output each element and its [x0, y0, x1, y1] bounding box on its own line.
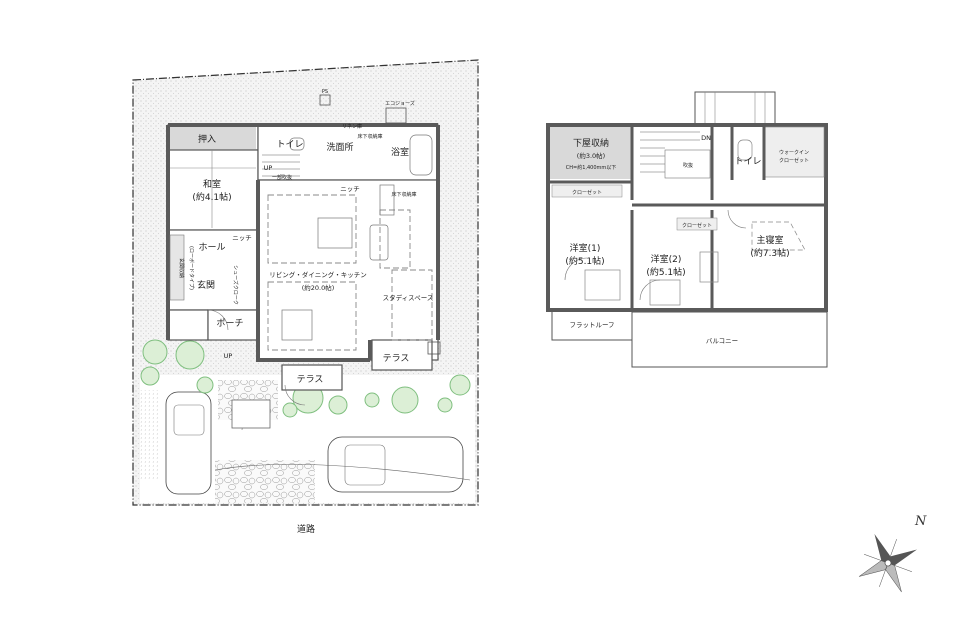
yokushitsu-label: 浴室 [391, 146, 409, 158]
ldk-label: リビング・ダイニング・キッチン [269, 270, 367, 279]
tatami-lines [170, 150, 256, 228]
car-outline [327, 436, 464, 493]
top-deck [694, 91, 776, 126]
deck-lines [704, 92, 766, 125]
lawn-strip [140, 390, 160, 480]
ldk-size: (約20.0帖) [302, 283, 335, 292]
stone-paving [215, 460, 315, 503]
master-size: (約7.3帖) [750, 247, 789, 259]
compass-north-label: N [914, 514, 927, 529]
walls-1f [166, 123, 440, 362]
washitsu-label: 和室 [203, 178, 221, 190]
dn-label: DN [701, 134, 711, 142]
closet-box [551, 184, 623, 198]
balcony-label: バルコニー [706, 337, 738, 345]
oshiire-label: 押入 [198, 133, 216, 145]
car-outline [344, 444, 386, 486]
shoes-closet-label: シューズクローク [232, 265, 239, 305]
closet-label: クローゼット [572, 189, 602, 196]
study-label: スタディスペース [383, 293, 434, 302]
closet-box [676, 217, 718, 231]
linen-label: リネン庫 [342, 123, 362, 130]
first-floor-plan: 押入 和室 (約4.1帖) ホール ニッチ 玄関 玄関収納 (ローボードタイプ)… [132, 59, 479, 535]
youshitsu2-size: (約5.1帖) [646, 266, 685, 278]
compass-rose-icon [858, 533, 918, 593]
trees [140, 339, 471, 418]
second-floor-plan: 下屋収納 (約3.0帖) CH=約1,400mm以下 DN 吹抜 トイレ ウォー… [546, 91, 828, 368]
stairs-2f [640, 131, 700, 173]
terrace-label-2: テラス [297, 374, 324, 385]
hall-label: ホール [198, 242, 225, 253]
senmenjo-label: 洗面所 [326, 141, 353, 153]
ps-label: PS [322, 89, 328, 95]
walkin-label-1: ウォークイン [779, 149, 809, 156]
terrace-label: テラス [383, 353, 410, 364]
paving-curve [214, 464, 471, 481]
youshitsu1-label: 洋室(1) [570, 242, 601, 254]
attic-storage-fill [550, 127, 632, 179]
ecojoz-box [385, 107, 407, 124]
under-floor-label: 床下収納庫 [357, 133, 382, 140]
niche-label-2: ニッチ [340, 185, 360, 193]
car-outline [173, 404, 205, 436]
entrance-gate [231, 399, 271, 429]
youshitsu2-label: 洋室(2) [651, 253, 682, 265]
flat-roof-label: フラットルーフ [569, 321, 614, 329]
car-outline [165, 391, 212, 495]
fukinuke-area [664, 149, 711, 179]
walls-2f [548, 125, 825, 310]
road-label: 道路 [297, 523, 315, 535]
master-label: 主寝室 [756, 234, 783, 246]
walkin-label-2: クローゼット [779, 157, 809, 164]
ps-box [319, 94, 331, 106]
under-floor-label-2: 床下収納庫 [391, 191, 416, 198]
oshiire-fill [170, 127, 256, 149]
door-swings-2f [564, 209, 747, 301]
fukinuke-label-2f: 吹抜 [683, 162, 693, 169]
fukinuke-label: 一部吹抜 [272, 174, 292, 181]
ldk-furniture [267, 194, 433, 351]
toilet-label: トイレ [276, 140, 303, 150]
attic-storage-label: 下屋収納 [573, 137, 609, 149]
porch-label: ポーチ [216, 318, 243, 329]
attic-ch: CH=約1,400mm以下 [566, 164, 617, 171]
toilet-label-2f: トイレ [734, 157, 761, 167]
washitsu-size: (約4.1帖) [192, 191, 231, 203]
furniture-2f [584, 139, 806, 306]
genkan-label: 玄関 [197, 279, 215, 291]
walkin-fill [763, 126, 825, 178]
closet-label-2: クローゼット [682, 222, 712, 229]
ecojoz-label: エコジョーズ [385, 100, 415, 107]
balcony [631, 311, 828, 368]
up-label-stair: UP [264, 164, 273, 172]
genkan-storage-fill [169, 234, 185, 301]
furniture [281, 134, 433, 341]
low-board-label: (ローボードタイプ) [188, 246, 195, 290]
step-box [427, 341, 441, 355]
attic-size: (約3.0帖) [577, 151, 605, 160]
stairs-1f [262, 154, 300, 177]
up-label: UP [224, 352, 233, 360]
genkan-storage-label: 玄関収納 [178, 258, 185, 278]
niche-label: ニッチ [232, 234, 252, 242]
youshitsu1-size: (約5.1帖) [565, 255, 604, 267]
